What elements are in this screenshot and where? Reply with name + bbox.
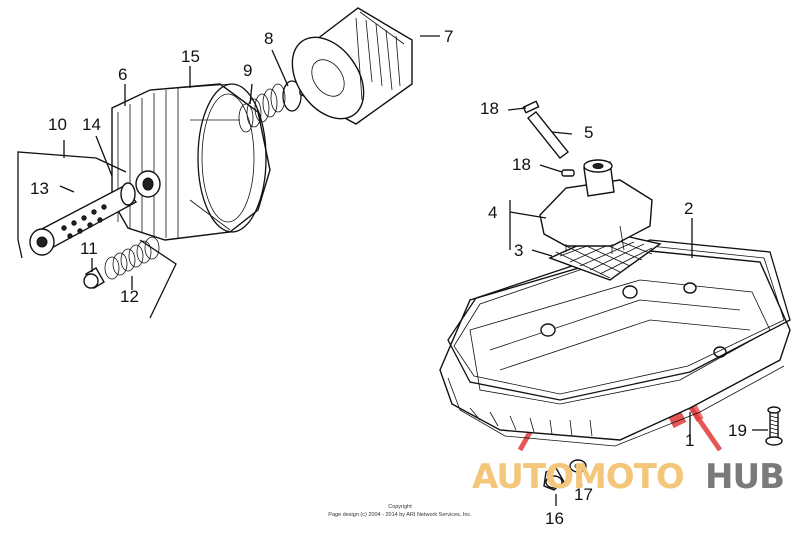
gasket-part-2	[447, 239, 791, 401]
clamp-part-18-top	[522, 100, 540, 114]
callout-labels: 7 8 15 9 6 10 14 13 11 12 18 5 18 4 2 3 …	[30, 27, 747, 528]
filter-housing-part-15	[111, 83, 271, 241]
watermark-text-hub: HUB	[705, 457, 784, 497]
callout-1: 1	[685, 431, 694, 450]
callout-11: 11	[80, 239, 98, 258]
watermark-text-automoto: AUTOMOTO	[472, 457, 684, 497]
callout-9: 9	[243, 61, 252, 80]
plug-part-11	[83, 267, 105, 289]
bracket-part-10	[17, 151, 127, 259]
spring-part-12	[104, 236, 160, 280]
callout-16: 16	[545, 509, 564, 528]
bolt-part-19	[765, 406, 783, 446]
callout-14: 14	[82, 115, 101, 134]
callout-7: 7	[444, 27, 453, 46]
leader-lines-left	[59, 35, 440, 290]
spring-part-9	[238, 83, 286, 133]
clamp-part-18-bottom	[561, 169, 575, 177]
copyright-notice: Page design (c) 2004 - 2014 by ARI Netwo…	[328, 512, 472, 518]
callout-2: 2	[684, 199, 693, 218]
leader-lines-right	[507, 107, 768, 506]
bolt-part-13	[29, 182, 138, 256]
callout-10: 10	[48, 115, 67, 134]
callout-17: 17	[574, 485, 593, 504]
callout-4: 4	[488, 203, 497, 222]
drain-bolt-part-16	[543, 467, 565, 491]
callout-18-top: 18	[480, 99, 499, 118]
washer-part-17	[569, 459, 587, 473]
callout-19: 19	[728, 421, 747, 440]
callout-3: 3	[514, 241, 523, 260]
strainer-cap-part-4	[539, 159, 653, 254]
callout-13: 13	[30, 179, 49, 198]
callout-6: 6	[118, 65, 127, 84]
oil-filter-element-part-7	[291, 7, 413, 125]
o-ring-part-8	[282, 80, 302, 112]
hose-part-5	[527, 111, 569, 159]
callout-15: 15	[181, 47, 200, 66]
callout-5: 5	[584, 123, 593, 142]
callout-12: 12	[120, 287, 139, 306]
callout-8: 8	[264, 29, 273, 48]
copyright-title: Copyright	[388, 504, 412, 510]
callout-18-bottom: 18	[512, 155, 531, 174]
